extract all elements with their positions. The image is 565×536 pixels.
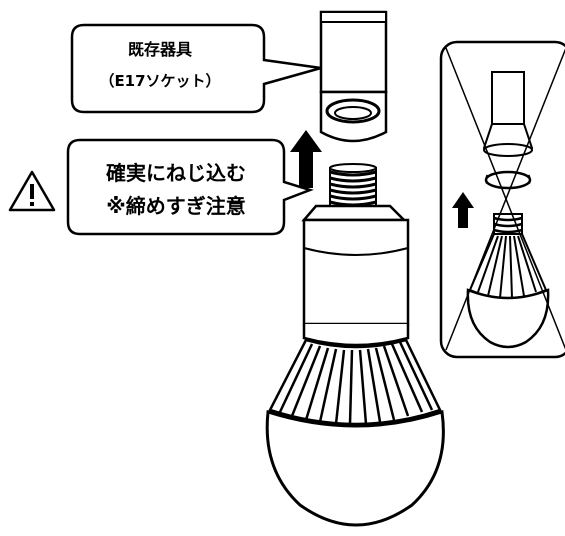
callout-instruction: 確実にねじ込む ※締めすぎ注意: [66, 138, 314, 236]
mini-socket: [482, 71, 534, 190]
socket-fixture: [319, 10, 388, 143]
callout-socket-line1: 既存器具: [128, 40, 192, 59]
prohibited-panel: [439, 40, 565, 359]
callout-instruction-line1: 確実にねじ込む: [106, 161, 246, 185]
led-bulb: [265, 163, 445, 527]
prohibited-cross-icon: [445, 47, 565, 351]
callout-instruction-line2: ※締めすぎ注意: [106, 194, 245, 218]
bulb-screw-base: [329, 163, 377, 207]
callout-socket-line2: （E17ソケット）: [99, 72, 220, 90]
callout-socket: 既存器具 （E17ソケット）: [70, 23, 322, 114]
warning-triangle-icon: [8, 170, 56, 212]
mini-arrow-up-icon: [452, 192, 474, 228]
arrow-up-icon: [290, 130, 322, 188]
